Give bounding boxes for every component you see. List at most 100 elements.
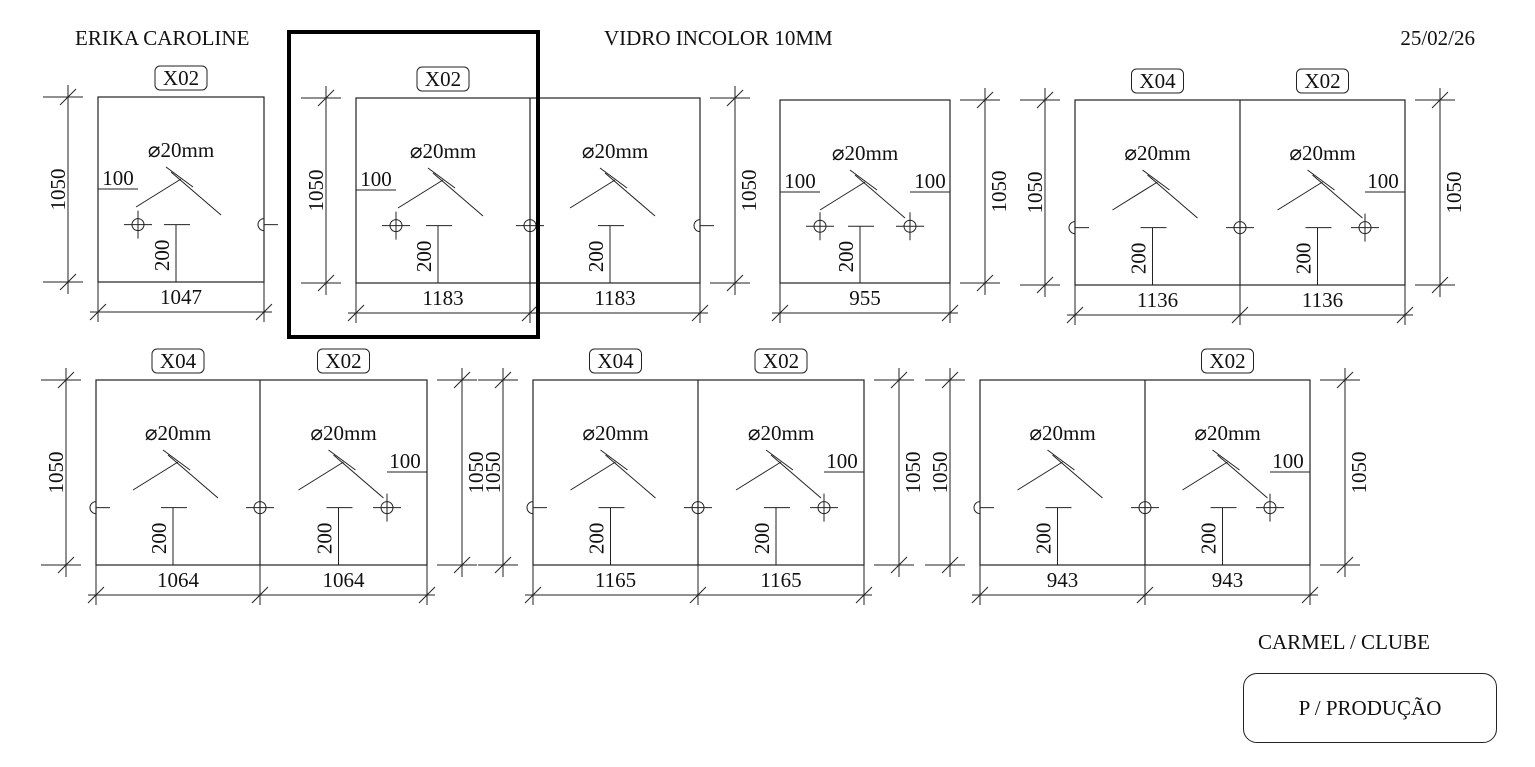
leader-line <box>1147 174 1198 219</box>
leader-line <box>135 178 182 208</box>
width-label: 1047 <box>160 285 202 309</box>
width-label: 955 <box>849 286 881 310</box>
leader-line <box>604 172 656 217</box>
leader-line <box>167 454 219 499</box>
edge-offset-label: 100 <box>1272 449 1304 473</box>
depth-label: 200 <box>834 241 858 273</box>
panel-tag: X02 <box>1201 348 1254 374</box>
height-label: 1050 <box>737 170 761 212</box>
height-label: 1050 <box>1023 172 1047 214</box>
leader-line <box>1277 181 1323 211</box>
dimension-tick <box>726 89 744 107</box>
leader-line <box>1307 169 1335 191</box>
dimension-tick <box>941 304 959 322</box>
leader-line <box>735 461 782 491</box>
hole-diameter-label: ⌀20mm <box>1289 141 1355 165</box>
dimension-tick <box>1431 276 1449 294</box>
dimension-tick <box>1136 586 1154 604</box>
leader-line <box>854 174 906 219</box>
tag-box <box>154 65 208 91</box>
width-label: 1064 <box>157 568 200 592</box>
dimension-tick <box>855 586 873 604</box>
depth-label: 200 <box>1127 243 1151 275</box>
height-label: 1050 <box>1442 172 1466 214</box>
height-label: 1050 <box>304 170 328 212</box>
leader-line <box>1017 461 1063 491</box>
leader-line <box>765 449 794 471</box>
dimension-tick <box>317 274 335 292</box>
height-label: 1050 <box>1347 452 1371 494</box>
panel-tag: X02 <box>154 65 208 91</box>
leader-line <box>849 169 878 191</box>
dimension-tick <box>453 371 471 389</box>
width-label: 1165 <box>760 568 801 592</box>
dimension-tick <box>453 556 471 574</box>
leader-line <box>328 449 356 471</box>
dimension-tick <box>1036 276 1054 294</box>
tag-box <box>1201 348 1254 374</box>
leader-line <box>1182 461 1228 491</box>
leader-line <box>132 461 179 491</box>
dimension-tick <box>1036 91 1054 109</box>
width-label: 943 <box>1212 568 1244 592</box>
tag-label: X02 <box>1209 349 1245 373</box>
width-label: 943 <box>1047 568 1079 592</box>
panel-tag: X04 <box>1131 68 1184 94</box>
leader-line <box>600 449 628 471</box>
leader-line <box>770 454 822 499</box>
tag-box <box>754 348 808 374</box>
half-hole-icon <box>526 501 534 515</box>
panel-tag: X02 <box>754 348 808 374</box>
half-hole-icon <box>973 501 981 515</box>
depth-label: 200 <box>147 523 171 555</box>
edge-offset-label: 100 <box>826 449 858 473</box>
depth-label: 200 <box>150 240 174 272</box>
depth-label: 200 <box>1292 243 1316 275</box>
panel-tag: X02 <box>416 66 470 92</box>
dimension-tick <box>890 556 908 574</box>
tag-label: X02 <box>1304 69 1340 93</box>
depth-label: 200 <box>412 241 436 273</box>
width-label: 1183 <box>422 286 463 310</box>
tag-box <box>151 348 205 374</box>
leader-line <box>1047 449 1075 471</box>
dimension-tick <box>57 371 75 389</box>
height-label: 1050 <box>464 452 488 494</box>
selection-highlight-box <box>287 30 540 339</box>
width-label: 1136 <box>1137 288 1178 312</box>
depth-label: 200 <box>1032 523 1056 555</box>
depth-label: 200 <box>313 523 337 555</box>
leader-line <box>570 461 616 491</box>
dimension-tick <box>317 89 335 107</box>
half-hole-icon <box>89 501 97 515</box>
width-label: 1064 <box>323 568 366 592</box>
depth-label: 200 <box>750 523 774 555</box>
tag-label: X02 <box>763 349 799 373</box>
leader-line <box>1052 454 1103 499</box>
height-label: 1050 <box>928 452 952 494</box>
tag-box <box>416 66 470 92</box>
dimension-tick <box>89 303 107 321</box>
leader-line <box>1142 169 1170 191</box>
tag-label: X04 <box>597 349 634 373</box>
dimension-tick <box>521 304 539 322</box>
dimension-tick <box>689 586 707 604</box>
panel-tag: X04 <box>151 348 205 374</box>
depth-label: 200 <box>1197 523 1221 555</box>
half-hole-icon <box>693 219 701 233</box>
status-label: P / PRODUÇÃO <box>1298 695 1442 720</box>
tag-label: X04 <box>160 349 197 373</box>
dimension-tick <box>59 88 77 106</box>
leader-line <box>599 167 628 189</box>
hole-diameter-label: ⌀20mm <box>1124 141 1190 165</box>
half-hole-icon <box>257 218 265 232</box>
dimension-tick <box>1231 306 1249 324</box>
leader-line <box>819 181 866 211</box>
client-name: ERIKA CAROLINE <box>75 26 250 50</box>
date: 25/02/26 <box>1400 26 1475 50</box>
dimension-tick <box>941 556 959 574</box>
